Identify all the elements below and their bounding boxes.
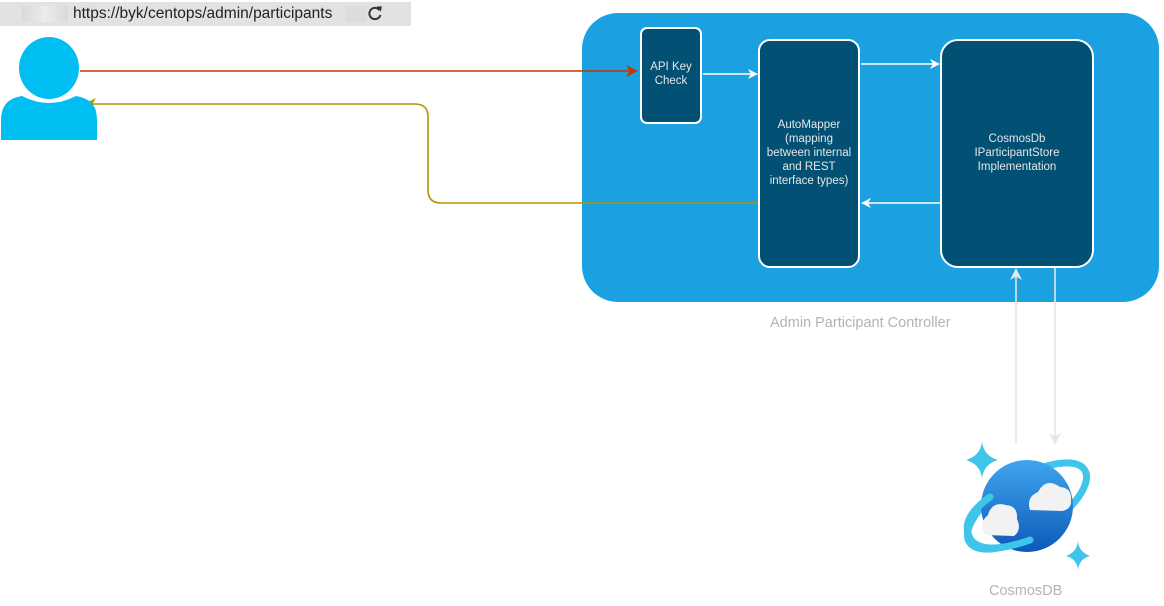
response-arrow [84,98,758,204]
cosmosdb-label: CosmosDB [989,583,1063,599]
reload-icon[interactable] [366,4,384,22]
api-key-check-box: API Key Check [640,27,702,124]
controller-label: Admin Participant Controller [770,315,951,331]
redacted-region [346,6,366,22]
url-text: https://byk/centops/admin/participants [73,5,333,22]
automapper-box: AutoMapper (mapping between internal and… [758,39,860,268]
redacted-region [22,6,68,22]
address-bar[interactable]: https://byk/centops/admin/participants [0,2,411,26]
cosmos-participant-store-box: CosmosDb IParticipantStore Implementatio… [940,39,1094,268]
